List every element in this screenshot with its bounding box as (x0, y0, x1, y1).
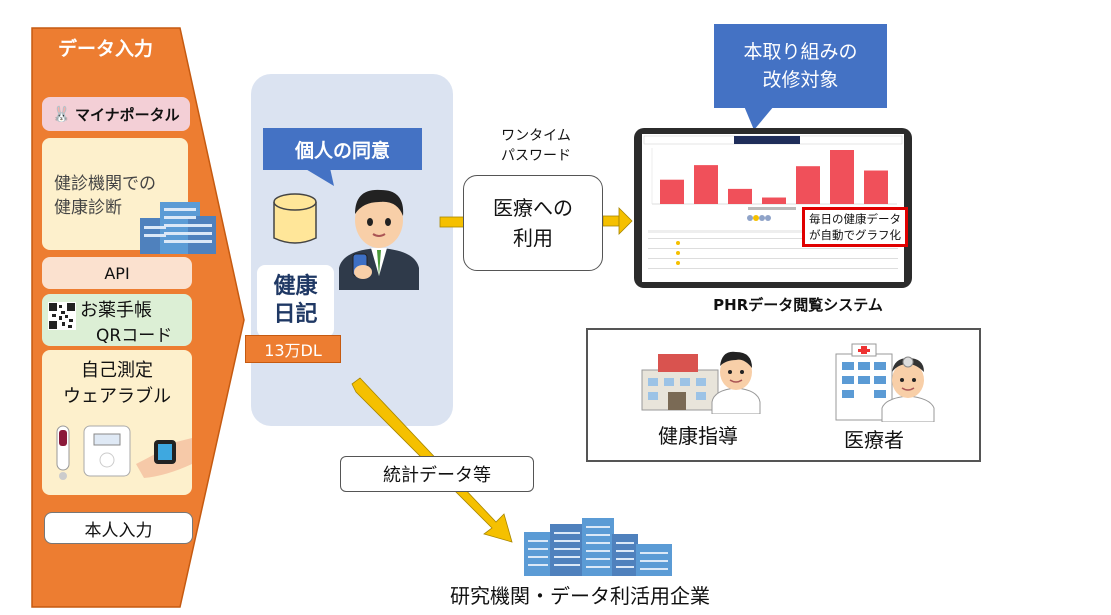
renovation-line1: 本取り組みの (743, 41, 858, 63)
body-scale-icon (83, 425, 131, 477)
logo-line1: 健康 (273, 274, 318, 299)
self-measurement-label: 自己測定 (81, 360, 153, 381)
phr-bar-chart (660, 150, 888, 204)
logo-line2: 日記 (273, 302, 318, 327)
medical-staff-label: 医療者 (844, 428, 904, 452)
renovation-target-callout: 本取り組みの 改修対象 (714, 24, 887, 108)
phr-bar (762, 197, 786, 204)
download-count-badge: 13万DL (245, 335, 341, 363)
professionals-box: 健康指導 医療者 (586, 328, 981, 462)
mynaportal-badge: 🐰 マイナポータル (42, 97, 190, 131)
consent-callout: 個人の同意 (263, 128, 422, 170)
medical-use-line1: 医療への (493, 196, 573, 220)
database-icon (273, 193, 317, 244)
self-input-card: 本人入力 (44, 512, 193, 544)
mynaportal-label: マイナポータル (74, 105, 180, 124)
renovation-callout-pointer (744, 106, 774, 130)
arrow-to-medical-box (439, 216, 465, 228)
phr-screen-content (643, 135, 903, 269)
api-card: API (42, 257, 192, 289)
research-institutions-label: 研究機関・データ利活用企業 (450, 584, 710, 608)
medicine-notebook-label: お薬手帳 (80, 300, 152, 321)
phr-bar (830, 150, 854, 204)
person-with-phone-icon (339, 189, 419, 290)
qr-code-label: QRコード (96, 326, 173, 346)
research-buildings-icon (524, 518, 672, 576)
medical-use-line2: 利用 (513, 226, 553, 250)
wearable-label: ウェアラブル (63, 386, 171, 407)
arrow-to-phr-system (602, 207, 633, 235)
thermometer-icon (56, 425, 70, 480)
medical-use-box: 医療への 利用 (463, 175, 603, 271)
phr-screen (642, 134, 904, 282)
phr-bar (728, 188, 752, 204)
phr-bar (660, 179, 684, 204)
renovation-line2: 改修対象 (762, 69, 839, 91)
callout-pointer (304, 168, 334, 186)
phr-bar (694, 165, 718, 204)
annotation-line2: が自動でグラフ化 (809, 228, 901, 242)
phr-bar (796, 166, 820, 204)
phr-system-label: PHRデータ閲覧システム (713, 296, 883, 314)
auto-graph-annotation: 毎日の健康データ が自動でグラフ化 (802, 207, 908, 247)
phr-bar (864, 170, 888, 204)
hospital-building-icon (140, 202, 216, 254)
health-guidance-label: 健康指導 (658, 424, 738, 448)
one-time-password-label: ワンタイム パスワード (501, 128, 571, 164)
clinic-with-guide-icon (641, 351, 761, 414)
rabbit-mascot-icon: 🐰 (52, 105, 71, 123)
self-measurement-card: 自己測定 ウェアラブル (42, 350, 192, 495)
medicine-notebook-card: お薬手帳 QRコード (42, 294, 192, 346)
data-input-title: データ入力 (58, 38, 154, 60)
doctor-hospital-icon (835, 343, 935, 422)
statistics-data-box: 統計データ等 (340, 456, 534, 492)
annotation-line1: 毎日の健康データ (809, 212, 901, 226)
smartwatch-icon (136, 438, 192, 478)
kenko-nikki-app-logo: 健康 日記 (257, 265, 334, 337)
qr-code-icon (48, 302, 76, 330)
health-checkup-label: 健診機関での 健康診断 (54, 174, 156, 218)
